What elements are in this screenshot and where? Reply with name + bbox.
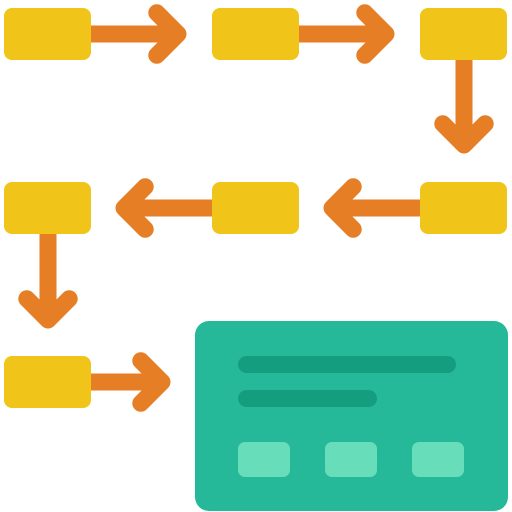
arrow-icon bbox=[132, 352, 171, 412]
result-card bbox=[195, 321, 508, 511]
card-button-3 bbox=[412, 442, 464, 477]
arrows-group bbox=[18, 4, 494, 412]
arrow-right-3 bbox=[88, 352, 171, 412]
step-box-4 bbox=[420, 182, 507, 234]
arrow-icon bbox=[148, 4, 187, 64]
step-box-5 bbox=[212, 182, 299, 234]
arrow-down-2 bbox=[18, 232, 78, 329]
step-box-6 bbox=[4, 182, 91, 234]
step-box-1 bbox=[4, 8, 91, 60]
steps-group bbox=[4, 8, 507, 408]
arrow-right-2 bbox=[296, 4, 395, 64]
arrow-left-2 bbox=[115, 178, 214, 238]
card-button-1 bbox=[238, 442, 290, 477]
step-box-3 bbox=[420, 8, 507, 60]
card-button-2 bbox=[325, 442, 377, 477]
arrow-icon bbox=[323, 178, 362, 238]
arrow-icon bbox=[356, 4, 395, 64]
arrow-icon bbox=[18, 290, 78, 329]
arrow-right-1 bbox=[88, 4, 187, 64]
card-icon bbox=[195, 321, 508, 511]
arrow-icon bbox=[434, 115, 494, 154]
card-text-line-1 bbox=[238, 356, 456, 373]
step-box-7 bbox=[4, 356, 91, 408]
card-text-line-2 bbox=[238, 390, 377, 407]
arrow-left-1 bbox=[323, 178, 422, 238]
step-box-2 bbox=[212, 8, 299, 60]
arrow-icon bbox=[115, 178, 154, 238]
arrow-down-1 bbox=[434, 58, 494, 154]
